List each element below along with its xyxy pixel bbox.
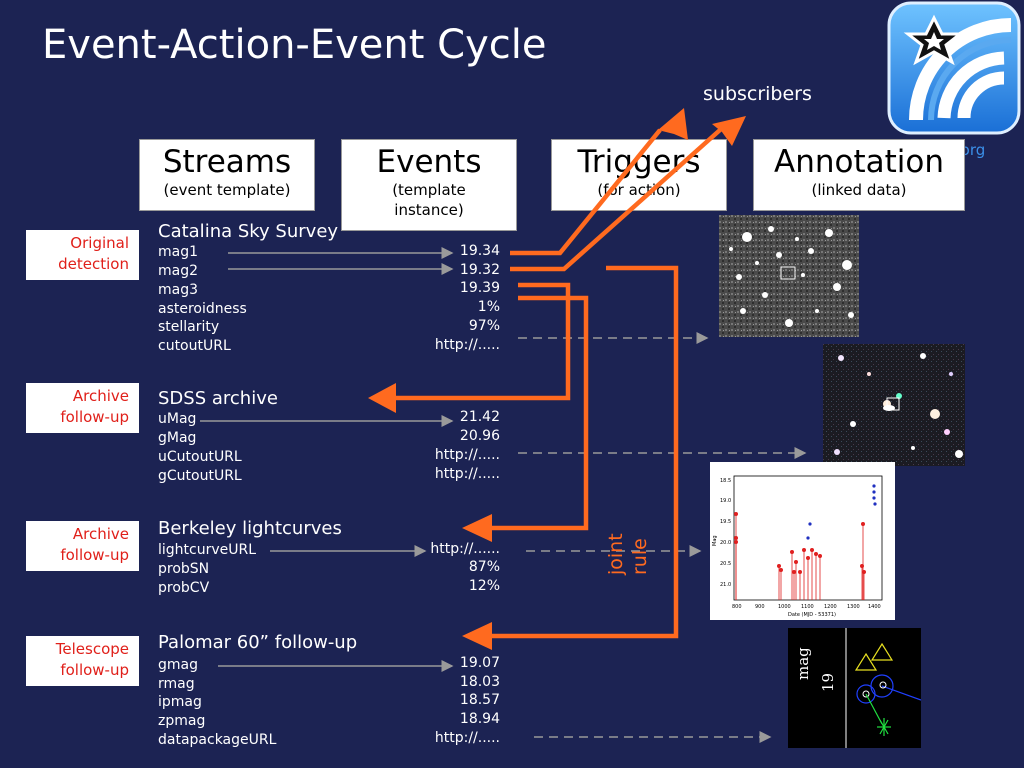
x-tick: 800 bbox=[732, 604, 742, 610]
x-axis-label: Date (MJD - 53371) bbox=[788, 612, 836, 618]
field-name: mag1 bbox=[158, 244, 199, 260]
field-name: mag3 bbox=[158, 282, 199, 298]
event-value[interactable]: http://..... bbox=[434, 447, 500, 463]
sdss-cutout-image bbox=[823, 344, 965, 466]
field-name: uCutoutURL bbox=[158, 449, 242, 465]
field-name: probSN bbox=[158, 561, 210, 577]
x-tick: 1100 bbox=[801, 604, 814, 610]
column-subtitle: (event template) bbox=[163, 181, 291, 199]
field-name: rmag bbox=[158, 676, 195, 692]
field-name: datapackageURL bbox=[158, 732, 277, 748]
page-title: Event-Action-Event Cycle bbox=[42, 22, 547, 68]
field-name: stellarity bbox=[158, 319, 220, 335]
finder-axis-label: mag bbox=[794, 647, 812, 680]
event-value: 19.34 bbox=[459, 243, 500, 259]
event-value: 18.03 bbox=[459, 674, 500, 690]
event-value: 19.32 bbox=[459, 262, 500, 278]
event-value: 18.94 bbox=[459, 711, 500, 727]
field-name: gMag bbox=[158, 430, 197, 446]
x-tick: 1400 bbox=[868, 604, 881, 610]
logo bbox=[886, 0, 1022, 136]
y-tick: 19.0 bbox=[720, 498, 731, 504]
event-value: 12% bbox=[468, 578, 500, 594]
trigger-line bbox=[395, 282, 571, 401]
y-tick: 20.0 bbox=[720, 540, 731, 546]
column-subtitle: (linked data) bbox=[811, 181, 907, 199]
column-events: Events (template instance) bbox=[341, 139, 517, 231]
section-title-palomar: Palomar 60” follow-up bbox=[158, 632, 358, 653]
event-value: 87% bbox=[468, 559, 500, 575]
field-name: zpmag bbox=[158, 713, 206, 729]
event-value: 1% bbox=[477, 299, 500, 315]
trigger-line bbox=[510, 128, 662, 256]
event-value: 19.39 bbox=[459, 280, 500, 296]
finder-tick: 19 bbox=[819, 673, 837, 692]
column-title: Triggers bbox=[577, 144, 701, 180]
section-title-berkeley: Berkeley lightcurves bbox=[158, 518, 342, 539]
field-name: lightcurveURL bbox=[158, 542, 257, 558]
arrowhead-up bbox=[712, 116, 746, 146]
section-title-sdss: SDSS archive bbox=[158, 388, 278, 409]
field-name: asteroidness bbox=[158, 301, 247, 317]
section-title-catalina: Catalina Sky Survey bbox=[158, 221, 339, 242]
trigger-line bbox=[510, 128, 722, 272]
column-title: Events bbox=[376, 144, 482, 180]
trigger-line bbox=[488, 265, 679, 639]
palomar-finder-image: mag 19 bbox=[788, 628, 921, 748]
event-value: 19.07 bbox=[459, 655, 500, 671]
event-value: 97% bbox=[468, 318, 500, 334]
column-title: Streams bbox=[162, 144, 292, 180]
event-value: 18.57 bbox=[459, 692, 500, 708]
trigger-line bbox=[488, 295, 589, 531]
arrowhead-left bbox=[368, 383, 396, 413]
event-value[interactable]: http://..... bbox=[434, 337, 500, 353]
event-value[interactable]: http://..... bbox=[434, 466, 500, 482]
x-tick: 1200 bbox=[824, 604, 837, 610]
event-value[interactable]: http://..... bbox=[434, 730, 500, 746]
arrowhead-left bbox=[462, 622, 492, 650]
column-annotation: Annotation (linked data) bbox=[753, 139, 965, 211]
y-tick: 19.5 bbox=[720, 519, 731, 525]
column-streams: Streams (event template) bbox=[139, 139, 315, 211]
field-name: gmag bbox=[158, 657, 198, 673]
column-subtitle: (template instance) bbox=[392, 181, 466, 219]
x-tick: 1000 bbox=[778, 604, 791, 610]
x-tick: 1300 bbox=[847, 604, 860, 610]
field-name: gCutoutURL bbox=[158, 468, 242, 484]
arrowhead-up bbox=[658, 108, 688, 140]
field-name: uMag bbox=[158, 411, 197, 427]
y-tick: 18.5 bbox=[720, 478, 731, 484]
field-name: mag2 bbox=[158, 263, 199, 279]
arrowhead-left bbox=[462, 514, 492, 542]
y-tick: 21.0 bbox=[720, 582, 731, 588]
column-title: Annotation bbox=[773, 144, 944, 180]
field-name: probCV bbox=[158, 580, 210, 596]
x-tick: 900 bbox=[755, 604, 765, 610]
lightcurve-plot: 18.5 19.0 19.5 20.0 20.5 21.0 800 900 10… bbox=[710, 462, 895, 620]
subscribers-label: subscribers bbox=[703, 83, 812, 105]
catalina-cutout-image bbox=[719, 215, 859, 337]
event-value[interactable]: http://...... bbox=[430, 541, 500, 557]
y-axis-label: Mag bbox=[712, 535, 718, 546]
y-tick: 20.5 bbox=[720, 561, 731, 567]
logo-icon bbox=[887, 1, 1021, 135]
event-value: 20.96 bbox=[459, 428, 500, 444]
field-name: ipmag bbox=[158, 694, 202, 710]
field-name: cutoutURL bbox=[158, 338, 231, 354]
column-triggers: Triggers (for action) bbox=[551, 139, 727, 211]
event-value: 21.42 bbox=[459, 409, 500, 425]
